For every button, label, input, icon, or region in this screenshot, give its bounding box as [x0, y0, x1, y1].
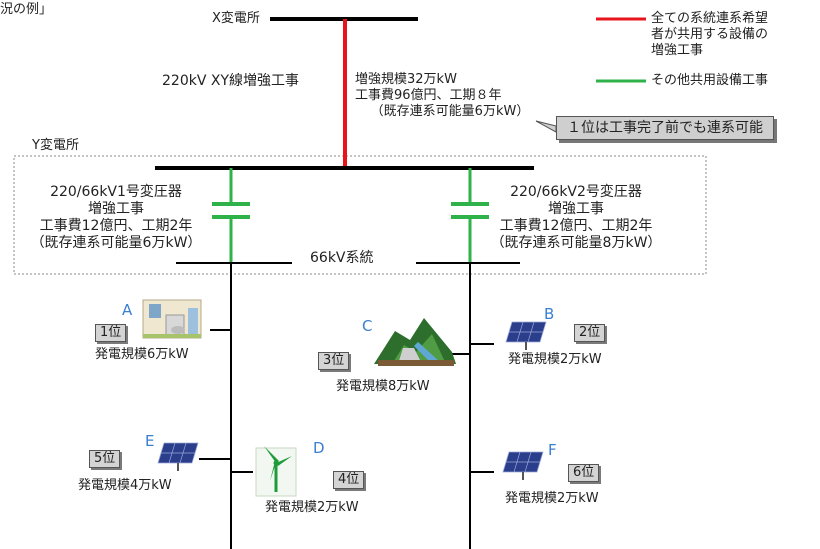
generator-a-rank: 1位 — [95, 324, 127, 342]
generator-f-scale: 発電規模2万kW — [505, 491, 599, 506]
generator-b-letter: B — [544, 305, 555, 323]
y-substation-label: Y変電所 — [32, 138, 79, 153]
generator-c-rank: 3位 — [318, 352, 350, 370]
transformer1-text: 220/66kV1号変圧器 増強工事 工事費12億円、工期2年 （既存連系可能量… — [30, 184, 202, 251]
system-66kv-label: 66kV系統 — [310, 250, 374, 266]
transformer1-symbol — [212, 168, 250, 262]
factory-icon — [142, 299, 202, 339]
generator-e-rank: 5位 — [89, 450, 121, 468]
generator-a-scale: 発電規模6万kW — [95, 347, 189, 362]
generator-d-scale: 発電規模2万kW — [265, 500, 359, 515]
generator-d-rank: 4位 — [333, 471, 365, 489]
line-work-details: 増強規模32万kW 工事費96億円、工期８年 （既存連系可能量6万kW） — [355, 72, 530, 119]
hydro-dam-icon — [374, 318, 456, 366]
y-substation-boundary — [13, 155, 707, 275]
generator-d-letter: D — [313, 439, 325, 457]
legend-green-label: その他共用設備工事 — [651, 73, 769, 88]
callout-box: １位は工事完了前でも連系可能 — [556, 116, 774, 140]
line-work-name: 220kV XY線増強工事 — [162, 73, 299, 89]
generator-e-scale: 発電規模4万kW — [78, 478, 172, 493]
generator-f-letter: F — [548, 441, 557, 459]
generator-c-letter: C — [362, 317, 373, 335]
generator-a-letter: A — [122, 301, 133, 319]
generator-b-scale: 発電規模2万kW — [508, 352, 602, 367]
x-substation-label: X変電所 — [212, 11, 260, 26]
generator-b-rank: 2位 — [574, 324, 606, 342]
generator-c-scale: 発電規模8万kW — [336, 379, 430, 394]
title-fragment: 況の例」 — [0, 2, 53, 17]
generator-f-rank: 6位 — [568, 464, 600, 482]
transformer2-symbol — [451, 168, 489, 262]
generator-e-letter: E — [145, 432, 155, 450]
wind-turbine-icon — [255, 446, 297, 497]
legend-red-label: 全ての系統連系希望 者が共用する設備の 増強工事 — [651, 11, 769, 58]
transformer2-text: 220/66kV2号変圧器 増強工事 工事費12億円、工期2年 （既存連系可能量… — [490, 184, 662, 251]
